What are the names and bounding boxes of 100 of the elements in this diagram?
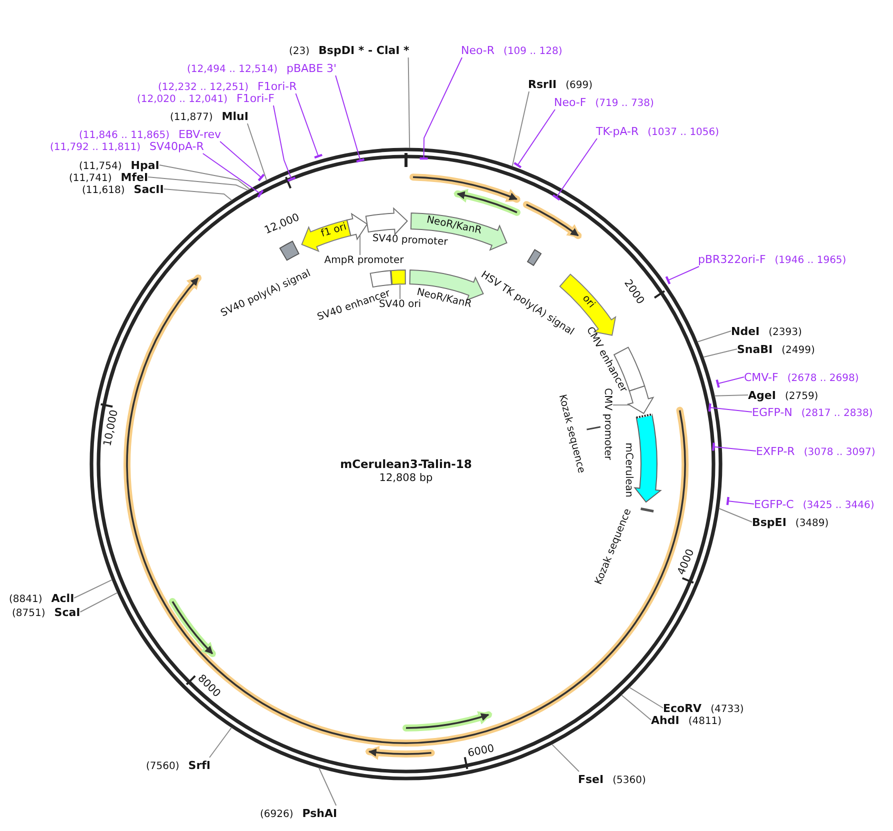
leader-line — [220, 141, 265, 182]
primer-range: (3425 .. 3446) — [802, 500, 874, 510]
leader-line — [418, 57, 462, 160]
site-position: (23) — [289, 46, 310, 56]
leader-line — [246, 123, 268, 181]
leader-line — [272, 105, 296, 182]
primer-name: EGFP-C — [754, 498, 794, 510]
site-position: (4811) — [688, 716, 722, 726]
enzyme-name: HpaI — [130, 158, 160, 172]
feature-label: f1 ori — [320, 221, 348, 241]
primer-name: Neo-F — [554, 96, 586, 108]
site-position: (11,877) — [170, 112, 213, 122]
site-position: (6926) — [260, 808, 294, 820]
leader-line — [513, 109, 556, 168]
leader-line — [551, 744, 580, 772]
enzyme-name: SnaBI — [737, 342, 773, 356]
feature-label: SV40 promoter — [372, 233, 448, 249]
enzyme-name: MfeI — [120, 170, 148, 184]
scale-label: 6000 — [466, 742, 495, 760]
map-title: mCerulean3-Talin-18 — [340, 458, 472, 470]
leader-line — [318, 767, 337, 806]
leader-line — [696, 330, 732, 342]
leader-line — [628, 686, 664, 708]
site-position: (7560) — [146, 760, 180, 772]
leader-line — [714, 394, 748, 396]
leader-line — [335, 75, 366, 163]
primer-range: (2817 .. 2838) — [801, 408, 873, 418]
leader-line — [712, 442, 756, 452]
feature-label: CMV promoter — [601, 388, 613, 460]
leader-line — [552, 138, 598, 201]
enzyme-name: FseI — [578, 772, 604, 786]
primer-name: Neo-R — [461, 44, 495, 56]
feature-label: ori — [579, 293, 597, 311]
primer-range: (12,232 .. 12,251) — [158, 82, 248, 92]
site-position: (11,741) — [69, 172, 112, 184]
enzyme-name: EcoRV — [663, 702, 702, 714]
feature-label: mCerulean — [622, 442, 634, 498]
enzyme-name: ScaI — [54, 606, 80, 618]
primer-range: (1037 .. 1056) — [648, 126, 720, 138]
feature-label: AmpR promoter — [324, 255, 404, 267]
enzyme-name: RsrII — [528, 78, 557, 90]
scale-label: 4000 — [676, 547, 698, 577]
leader-line — [148, 176, 249, 191]
enzyme-name: MluI — [222, 110, 248, 122]
enzyme-name: SacII — [134, 182, 164, 196]
site-position: (3489) — [795, 518, 829, 528]
primer-range: (12,494 .. 12,514) — [187, 64, 278, 74]
feature-label: Kozak sequence — [555, 393, 587, 475]
site-position: (11,754) — [79, 160, 122, 172]
leader-line — [74, 579, 112, 598]
site-position: (4733) — [710, 704, 744, 714]
site-position: (11,618) — [82, 184, 125, 196]
sequence-length: 12,808 bp — [379, 472, 433, 484]
primer-name: CMV-F — [744, 370, 778, 384]
leader-line — [702, 348, 738, 358]
site-position: (8751) — [12, 608, 46, 618]
primer-range: (719 .. 738) — [595, 98, 654, 108]
site-position: (8841) — [9, 594, 42, 604]
enzyme-name: AgeI — [748, 388, 776, 402]
leader-line — [718, 508, 752, 522]
leader-line — [726, 496, 754, 506]
primer-name: pBABE 3' — [286, 62, 337, 74]
enzyme-name: NdeI — [731, 324, 760, 338]
enzyme-name: BspDI * - ClaI * — [318, 44, 410, 56]
primer-name: TK-pA-R — [596, 124, 639, 138]
primer-name: SV40pA-R — [150, 140, 204, 152]
leader-line — [163, 188, 232, 201]
site-position: (5360) — [612, 774, 646, 786]
site-position: (2499) — [782, 344, 815, 356]
primer-range: (1946 .. 1965) — [774, 254, 846, 266]
leader-line — [408, 57, 410, 149]
scale-label: 10,000 — [102, 409, 121, 448]
leader-line — [158, 164, 250, 190]
primer-name: EGFP-N — [752, 406, 792, 418]
primer-range: (11,792 .. 11,811) — [50, 142, 140, 152]
enzyme-name: AclI — [51, 592, 74, 604]
leader-line — [716, 376, 744, 389]
leader-line — [665, 266, 700, 286]
primer-name: F1ori-F — [236, 92, 274, 104]
primer-range: (11,846 .. 11,865) — [79, 130, 170, 140]
leader-line — [621, 694, 652, 720]
enzyme-name: PshAI — [302, 806, 338, 820]
leader-line — [202, 153, 264, 198]
primer-name: EBV-rev — [178, 128, 222, 140]
site-position: (2393) — [768, 326, 802, 338]
primer-range: (109 .. 128) — [504, 46, 562, 56]
primer-name: EXFP-R — [756, 444, 795, 458]
site-position: (699) — [566, 80, 593, 90]
primer-name: F1ori-R — [258, 80, 297, 92]
primer-range: (12,020 .. 12,041) — [137, 94, 228, 104]
leader-line — [209, 727, 232, 758]
leader-line — [708, 402, 752, 413]
site-position: (2759) — [784, 390, 818, 402]
leader-line — [80, 592, 118, 612]
primer-range: (2678 .. 2698) — [787, 372, 859, 384]
enzyme-name: SrfI — [188, 758, 210, 772]
leader-line — [512, 91, 530, 167]
primer-range: (3078 .. 3097) — [804, 446, 876, 458]
leader-line — [295, 93, 324, 159]
enzyme-name: BspEI — [752, 516, 786, 528]
